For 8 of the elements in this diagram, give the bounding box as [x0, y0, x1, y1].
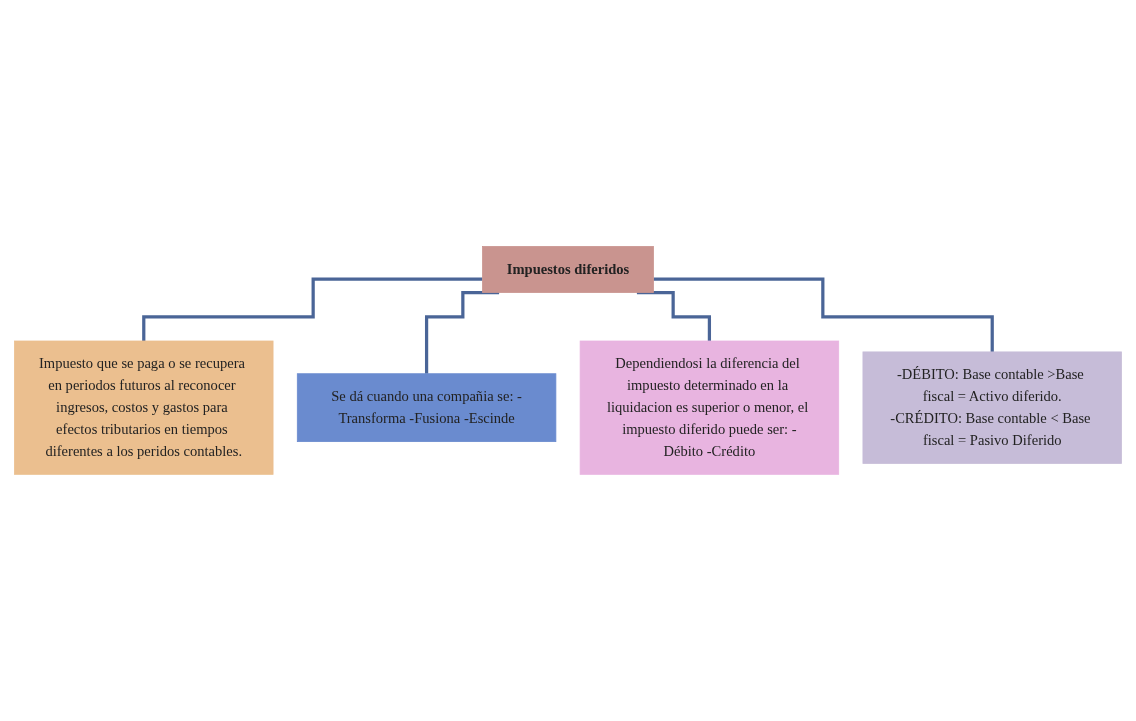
node-box: Impuesto que se paga o se recupera en periodos futuros al reconocer ingresos, costos y gastos para efectos tributarios en tiempos diferentes a los peridos contables. [14, 340, 274, 475]
node-box: Dependiendosi la diferencia del impuesto determinado en la liquidacion es superior o menor, el impuesto diferido puede ser: -Débito -Crédito [579, 340, 840, 475]
connector [142, 277, 483, 343]
node-box: Impuestos diferidos [482, 246, 654, 294]
node-box: Se dá cuando una compañia se: -Transforma -Fusiona -Escinde [296, 373, 557, 443]
node-box: -DÉBITO: Base contable >Base fiscal = Activo diferido. -CRÉDITO: Base contable < Base fiscal = Pasivo Diferido [862, 351, 1122, 464]
connector [636, 291, 712, 343]
connector [653, 277, 994, 354]
